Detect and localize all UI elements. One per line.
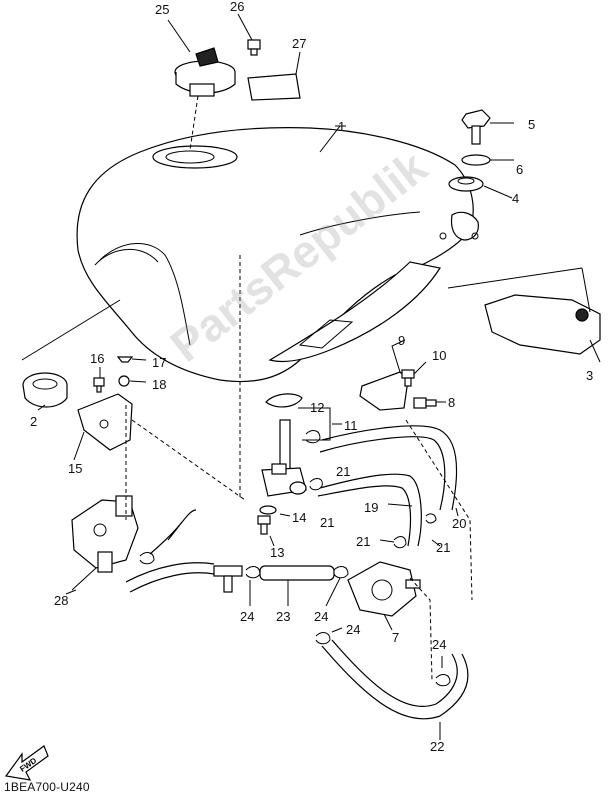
callout-21c: 21	[356, 534, 370, 549]
callout-14: 14	[292, 510, 306, 525]
callout-28: 28	[54, 593, 68, 608]
vacuum-hose-outline	[125, 562, 215, 583]
callout-1: 1	[338, 119, 345, 134]
fuel-pump	[71, 495, 139, 573]
fwd-arrow-icon: FWD	[4, 745, 49, 781]
bolt-16	[93, 377, 105, 393]
callout-21d: 21	[436, 540, 450, 555]
hose-pump-outlet	[149, 509, 197, 555]
callout-18: 18	[152, 377, 166, 392]
leader-lines	[21, 13, 601, 740]
callout-20: 20	[452, 516, 466, 531]
callout-5: 5	[528, 117, 535, 132]
fuel-hose-19-outline	[317, 485, 412, 547]
callout-3: 3	[586, 368, 593, 383]
fuel-tank	[76, 127, 479, 383]
callout-16: 16	[90, 351, 104, 366]
callout-15: 15	[68, 461, 82, 476]
callout-24b: 24	[314, 609, 328, 624]
callout-2: 2	[30, 414, 37, 429]
hose-clip-21b	[309, 478, 323, 491]
callout-13: 13	[270, 545, 284, 560]
washer-18	[118, 375, 130, 387]
o-ring	[265, 393, 303, 408]
screw-17	[116, 356, 134, 363]
reference-lines	[125, 95, 473, 681]
vacuum-hose	[129, 572, 215, 593]
hose-clip-pump	[139, 552, 155, 565]
callout-26: 26	[230, 0, 244, 14]
callout-24c: 24	[346, 622, 360, 637]
hose-clip-24d	[435, 674, 451, 687]
callout-22: 22	[430, 739, 444, 754]
cock-washer	[259, 505, 277, 515]
callout-12: 12	[310, 400, 324, 415]
caution-label	[247, 73, 301, 101]
callout-9: 9	[398, 333, 405, 348]
hose-clip-24a	[245, 566, 261, 579]
hose-clip-21c	[393, 536, 407, 549]
bolt	[461, 109, 491, 145]
tank-cap-rubber	[22, 372, 68, 408]
cap-bolt	[247, 39, 261, 56]
fuel-cock	[261, 419, 307, 497]
rear-bracket	[484, 294, 601, 355]
callout-4: 4	[512, 191, 519, 206]
callout-6: 6	[516, 162, 523, 177]
fuel-pump-7	[347, 561, 421, 617]
washer	[461, 154, 491, 166]
callout-23: 23	[276, 609, 290, 624]
callout-8: 8	[448, 395, 455, 410]
callout-11: 11	[344, 418, 358, 433]
cock-bracket	[77, 393, 133, 451]
bolt-8	[413, 397, 437, 409]
callout-19: 19	[364, 500, 378, 515]
filler-cap	[174, 47, 236, 97]
hose-clip-21a	[305, 430, 321, 444]
callout-27: 27	[292, 36, 306, 51]
document-code: 1BEA700-U240	[4, 780, 90, 794]
callout-21b: 21	[320, 515, 334, 530]
callout-10: 10	[432, 348, 446, 363]
fuel-hose-19	[319, 473, 422, 547]
callout-21a: 21	[336, 464, 350, 479]
callout-24a: 24	[240, 609, 254, 624]
bracket-damper	[575, 308, 589, 322]
callout-7: 7	[392, 630, 399, 645]
bolt-10	[401, 369, 415, 387]
callout-17: 17	[152, 355, 166, 370]
callout-24d: 24	[432, 637, 446, 652]
fuel-hose-22-outline	[331, 639, 458, 707]
fuel-hose-22	[321, 645, 469, 720]
t-joint	[213, 565, 243, 593]
cock-screw	[257, 515, 271, 535]
fuel-hose-20	[321, 425, 458, 511]
fuel-hose-23	[259, 565, 335, 581]
callout-labels: 1 2 3 4 5 6 7 8 9 10 11 12 13 14 15 16 1…	[30, 0, 593, 754]
stay	[359, 371, 409, 411]
damper	[448, 176, 484, 192]
hose-clip-21d	[425, 513, 437, 524]
hose-clip-24b	[333, 566, 349, 579]
hose-clip-24c	[315, 632, 331, 645]
callout-25: 25	[155, 2, 169, 17]
